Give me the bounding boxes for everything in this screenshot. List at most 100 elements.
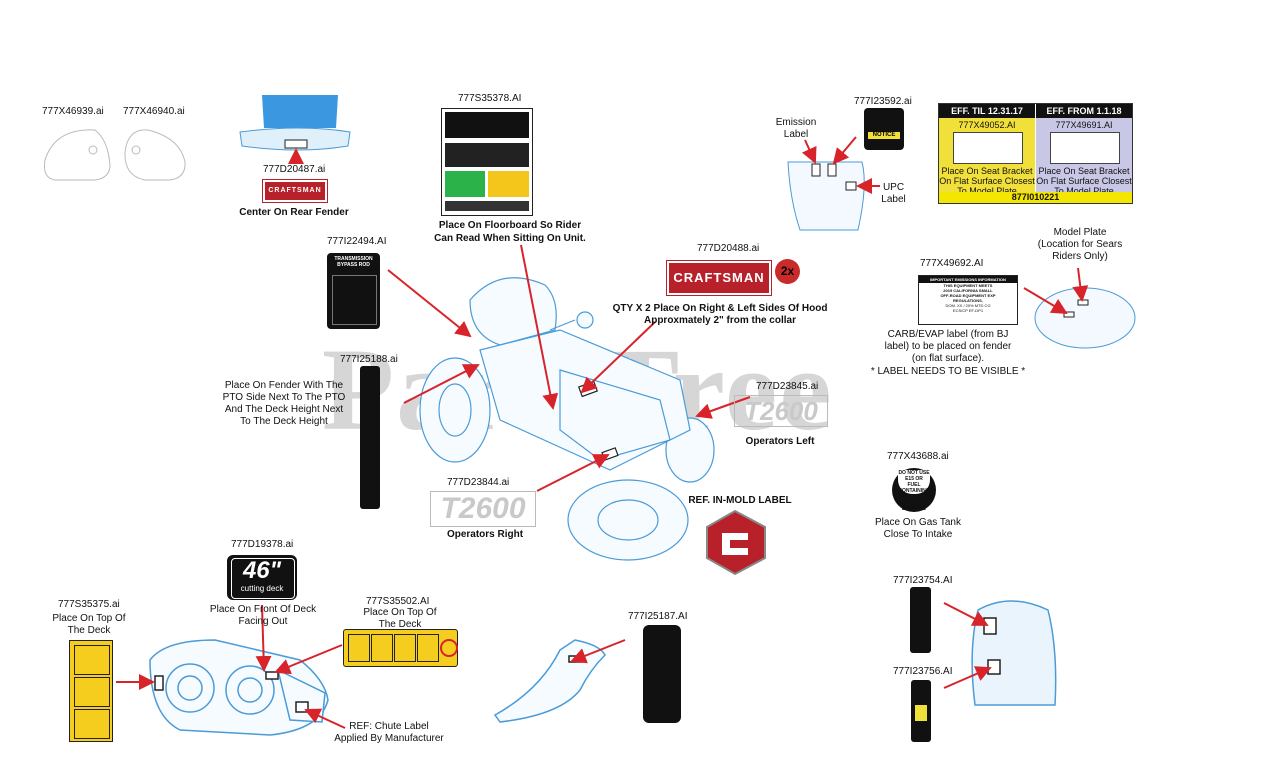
note-chute-1: REF: Chute Label	[349, 721, 429, 732]
pto-lever-decal	[643, 625, 681, 723]
note-deck-top-b-1: Place On Top Of	[363, 607, 437, 618]
note-operators-left: Operators Left	[745, 436, 815, 447]
emission-plate-line: ECS/CP EF-DP1	[952, 308, 984, 313]
emission-plate-line: THIS EQUIPMENT MEETS	[943, 283, 993, 288]
transmission-title: TRANSMISSION BYPASS ROD	[334, 256, 373, 268]
brand-decal-small: CRAFTSMAN	[263, 180, 327, 202]
note-rear-fender: Center On Rear Fender	[239, 207, 349, 218]
part-number: 777D20488.ai	[697, 243, 760, 254]
model-decal-right: T2600	[430, 491, 536, 527]
note-operators-right: Operators Right	[446, 529, 524, 540]
note-floorboard-1: Place On Floorboard So Rider	[438, 220, 582, 231]
pto-deck-height-decal	[360, 366, 380, 509]
note-carb-2: label) to be placed on fender	[884, 341, 1012, 352]
quantity-badge: 2x	[775, 259, 800, 284]
in-mold-badge	[706, 509, 766, 576]
brand-decal-large: CRAFTSMAN	[667, 261, 771, 295]
gas-tank-decal: DO NOT USE E15 OR FUEL CONTAINING MORE T…	[892, 468, 936, 512]
table-part-number-left: 777X49052.AI	[958, 120, 1016, 130]
part-number: 777D20487.ai	[263, 164, 326, 175]
console-drawing	[971, 600, 1057, 706]
table-placement-left-3: To Model Plate	[957, 186, 1017, 196]
note-chute-2: Applied By Manufacturer	[334, 733, 444, 744]
note-emission-2: Label	[783, 129, 809, 140]
note-carb-4: * LABEL NEEDS TO BE VISIBLE *	[870, 366, 1026, 377]
part-number: 777I22494.AI	[327, 236, 387, 247]
note-deck-top-a-1: Place On Top Of	[52, 613, 126, 624]
deck-warning-decal-horizontal	[343, 629, 458, 667]
emission-plate-line: DOM. XX / 20% MTD CG	[945, 303, 991, 308]
note-floorboard-2: Can Read When Sitting On Unit.	[434, 233, 586, 244]
table-placement-right-3: To Model Plate	[1054, 186, 1114, 196]
part-number: 777X49692.AI	[920, 258, 984, 269]
deck-size-sub: cutting deck	[240, 584, 284, 593]
part-number: 777S35378.AI	[458, 93, 522, 104]
part-number: 777X46940.ai	[123, 106, 185, 117]
note-model-plate-2: (Location for Sears	[1037, 239, 1123, 250]
part-number: 777X46939.ai	[42, 106, 104, 117]
model-plate-drawing	[1034, 287, 1136, 349]
table-header-left: EFF. TIL 12.31.17	[939, 104, 1035, 118]
note-emission-1: Emission	[775, 117, 817, 128]
deck-size-decal: 46" cutting deck	[227, 555, 297, 600]
table-column-right: 777X49691.AI Place On Seat Bracket On Fl…	[1036, 118, 1132, 196]
part-number: 777I25188.ai	[340, 354, 398, 365]
part-number: 777I23754.AI	[893, 575, 953, 586]
emission-sticker-left	[953, 132, 1023, 164]
note-fender-pto-3: And The Deck Height Next	[224, 404, 344, 415]
note-upc-2: Label	[881, 194, 906, 205]
part-number: 777D23845.ai	[756, 381, 819, 392]
note-deck-front-2: Facing Out	[238, 616, 288, 627]
notice-decal: NOTICE	[864, 108, 904, 150]
emission-plate-line: REGULATIONS.	[953, 298, 983, 303]
table-header-right: EFF. FROM 1.1.18	[1036, 104, 1132, 118]
emission-fender-drawing	[787, 161, 865, 231]
note-carb-1: CARB/EVAP label (from BJ	[887, 329, 1009, 340]
part-number: 777D23844.ai	[447, 477, 510, 488]
part-number: 777I23592.ai	[854, 96, 912, 107]
emission-plate-line: OFF-ROAD EQUIPMENT EXP	[940, 293, 996, 298]
table-placement-left-1: Place On Seat Bracket	[941, 166, 1033, 176]
pto-lever-drawing	[493, 639, 606, 723]
table-footer: 877I010221	[939, 192, 1132, 203]
note-model-plate-3: Riders Only)	[1052, 251, 1108, 262]
table-placement-right-1: Place On Seat Bracket	[1038, 166, 1130, 176]
deck-drawing	[149, 639, 329, 736]
part-number: 777I23756.AI	[893, 666, 953, 677]
note-gas-tank-2: Close To Intake	[883, 529, 953, 540]
note-model-plate-1: Model Plate	[1053, 227, 1107, 238]
deck-warning-decal-vertical	[69, 640, 113, 742]
part-number: 777S35502.AI	[366, 596, 430, 607]
gas-warning-text: DO NOT USE E15 OR FUEL CONTAINING MORE T…	[898, 470, 930, 512]
floorboard-safety-decal	[441, 108, 533, 216]
note-deck-front-1: Place On Front Of Deck	[209, 604, 317, 615]
note-deck-top-b-2: The Deck	[378, 619, 422, 630]
note-hood-2: Approxmately 2" from the collar	[643, 315, 796, 326]
emission-plate-line: 2019 CALIFORNIA SMALL	[943, 288, 993, 293]
model-decal-left: T2600	[734, 395, 828, 427]
note-fender-pto-4: To The Deck Height	[240, 416, 328, 427]
note-deck-top-a-2: The Deck	[67, 625, 111, 636]
note-hood-1: QTY X 2 Place On Right & Left Sides Of H…	[612, 303, 828, 314]
note-upc-1: UPC	[882, 182, 905, 193]
console-decal-bottom	[911, 680, 931, 742]
part-number: 777D19378.ai	[231, 539, 294, 550]
table-placement-right-2: On Flat Surface Closest	[1036, 176, 1132, 186]
fender-decal-right-outline	[124, 129, 186, 181]
rear-fender-drawing	[239, 95, 351, 151]
notice-text: NOTICE	[868, 132, 900, 139]
part-number: 777X43688.ai	[887, 451, 949, 462]
part-number: 777S35375.ai	[58, 599, 120, 610]
transmission-bypass-decal: TRANSMISSION BYPASS ROD	[327, 253, 380, 329]
deck-size-value: 46"	[242, 557, 282, 584]
effective-date-table: EFF. TIL 12.31.17 EFF. FROM 1.1.18 777X4…	[938, 103, 1133, 204]
table-placement-left-2: On Flat Surface Closest	[939, 176, 1035, 186]
note-gas-tank-1: Place On Gas Tank	[875, 517, 961, 528]
tractor-drawing	[419, 277, 715, 561]
note-fender-pto-1: Place On Fender With The	[224, 380, 344, 391]
carb-evap-decal: IMPORTANT EMISSIONS INFORMATION THIS EQU…	[918, 275, 1018, 325]
table-column-left: 777X49052.AI Place On Seat Bracket On Fl…	[939, 118, 1035, 196]
table-part-number-right: 777X49691.AI	[1055, 120, 1113, 130]
emission-sticker-right	[1050, 132, 1120, 164]
